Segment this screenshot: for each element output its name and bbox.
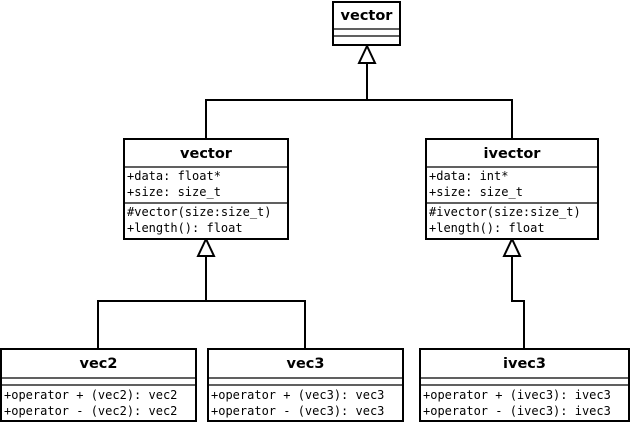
attribute: +data: float* — [127, 169, 221, 183]
operation: #ivector(size:size_t) — [429, 205, 581, 219]
generalization-arrowhead — [357, 43, 377, 64]
class-name: vector — [341, 8, 394, 24]
class-name: vec2 — [80, 356, 118, 372]
class-vector-base[interactable]: vector — [332, 1, 401, 46]
edge-ivec3-to-ivector — [511, 255, 525, 349]
class-name: ivector — [484, 146, 542, 162]
class-vec2[interactable]: vec2 +operator + (vec2): vec2 +operator … — [0, 348, 197, 422]
operation: #vector(size:size_t) — [127, 205, 272, 219]
class-vec3[interactable]: vec3 +operator + (vec3): vec3 +operator … — [207, 348, 404, 422]
operation: +operator - (ivec3): ivec3 — [423, 404, 611, 418]
operation: +operator + (ivec3): ivec3 — [423, 388, 611, 402]
operation: +length(): float — [429, 221, 545, 235]
edge-vec3-to-vector — [206, 300, 306, 349]
operation: +operator - (vec3): vec3 — [211, 404, 384, 418]
class-vector[interactable]: vector +data: float* +size: size_t #vect… — [123, 138, 289, 240]
operation: +operator + (vec3): vec3 — [211, 388, 384, 402]
attribute: +data: int* — [429, 169, 508, 183]
class-name: ivec3 — [503, 356, 546, 372]
edge-vector-to-vector-base — [205, 62, 368, 139]
attribute: +size: size_t — [429, 185, 523, 199]
edge-vec2-to-vector — [97, 255, 207, 349]
class-ivector[interactable]: ivector +data: int* +size: size_t #ivect… — [425, 138, 599, 240]
generalization-arrowhead — [502, 236, 522, 257]
attribute: +size: size_t — [127, 185, 221, 199]
class-name: vec3 — [287, 356, 325, 372]
class-name: vector — [180, 146, 233, 162]
operation: +operator - (vec2): vec2 — [4, 404, 177, 418]
edge-ivector-to-vector-base — [367, 99, 513, 139]
generalization-arrowhead — [196, 236, 216, 257]
inheritance-edges — [97, 43, 525, 349]
class-ivec3[interactable]: ivec3 +operator + (ivec3): ivec3 +operat… — [419, 348, 630, 422]
operation: +operator + (vec2): vec2 — [4, 388, 177, 402]
operation: +length(): float — [127, 221, 243, 235]
